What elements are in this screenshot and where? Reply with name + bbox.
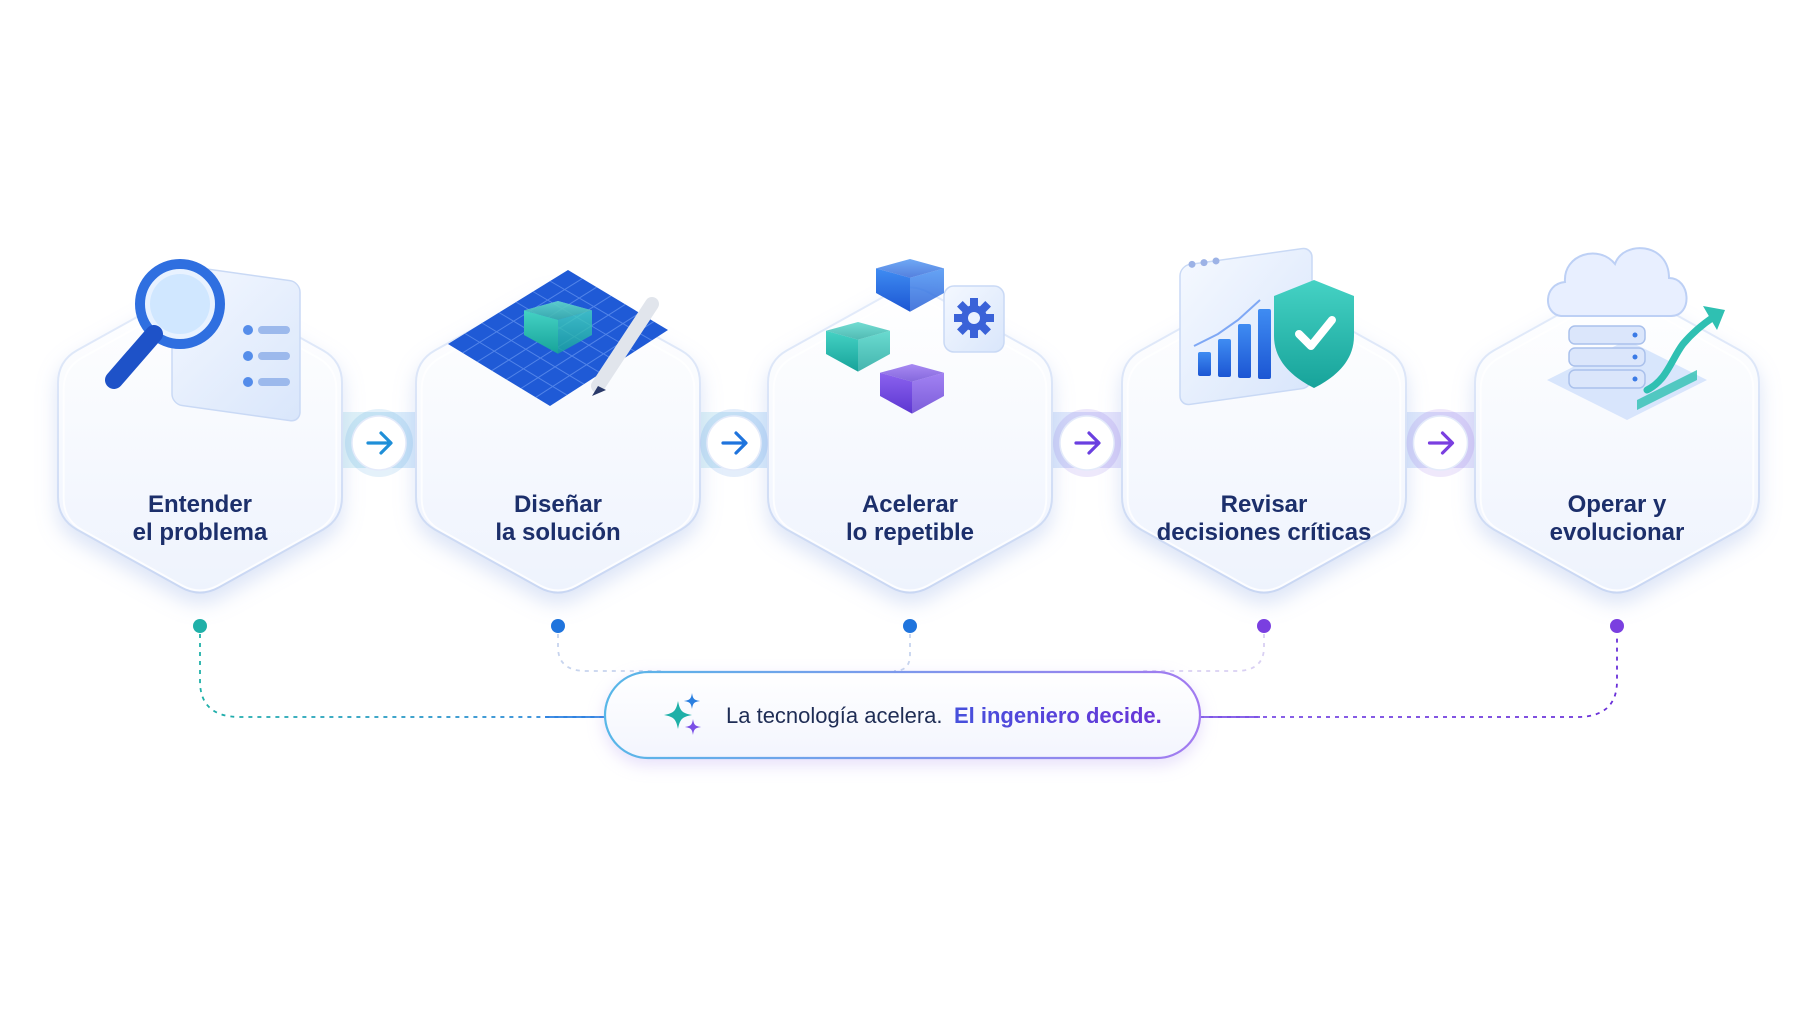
server-stack-icon — [1568, 325, 1646, 389]
step-title-line2: decisiones críticas — [1157, 519, 1372, 546]
hexagon-highlight — [1479, 296, 1755, 592]
feedback-line-acelerar — [893, 634, 911, 672]
arrow-revisar-operar — [1406, 409, 1475, 477]
arrow-disenar-acelerar — [700, 409, 768, 477]
blueprint-pencil-icon — [448, 270, 668, 406]
hexagon-shape — [1474, 286, 1760, 594]
step-title-line1: Acelerar — [862, 491, 958, 518]
feedback-line-revisar — [1140, 634, 1265, 672]
arrow-right-icon — [366, 431, 393, 455]
arrow-right-icon — [1074, 431, 1101, 455]
growth-arrow-icon — [1643, 312, 1719, 394]
step-dot-operar — [1610, 619, 1624, 633]
feedback-lines — [199, 634, 1618, 718]
banner-text-plain: La tecnología acelera. — [726, 703, 943, 728]
arrow-right-icon — [1427, 431, 1455, 455]
step-title-line2: el problema — [133, 519, 268, 546]
step-dot-entender — [193, 619, 207, 633]
step-arrows — [345, 409, 1475, 477]
banner — [603, 670, 1202, 760]
step-title-line1: Entender — [148, 491, 252, 518]
hexagon-highlight — [420, 296, 696, 592]
chart-shield-icon — [1179, 247, 1354, 406]
step-title-line2: la solución — [495, 519, 620, 546]
gear-icon — [954, 298, 994, 338]
arrow-entender-disenar — [345, 409, 413, 477]
hexagon-shape — [767, 286, 1053, 594]
banner-text: La tecnología acelera. El ingeniero deci… — [726, 703, 1162, 728]
feedback-line-disenar — [557, 634, 665, 672]
feedback-line-operar — [1200, 634, 1618, 718]
hexagon-highlight — [772, 296, 1048, 592]
cloud-server-growth-icon — [1547, 247, 1725, 420]
shield-check-icon — [1274, 280, 1354, 388]
arrow-acelerar-revisar — [1053, 409, 1121, 477]
step-title-line2: lo repetible — [846, 519, 974, 546]
feedback-line-entender — [199, 634, 605, 718]
step-dot-disenar — [551, 619, 565, 633]
hexagon-highlight — [62, 296, 338, 592]
hexagon-highlight — [1126, 296, 1402, 592]
cloud-icon — [1547, 247, 1688, 317]
sparkles-icon — [664, 693, 701, 735]
step-title-line2: evolucionar — [1550, 519, 1685, 546]
magnifier-document-icon — [105, 259, 301, 422]
arrow-right-icon — [721, 431, 748, 455]
step-title-line1: Operar y — [1568, 491, 1667, 518]
step-title-line1: Revisar — [1221, 491, 1308, 518]
banner-pill — [603, 670, 1202, 760]
step-title-line1: Diseñar — [514, 491, 602, 518]
step-dot-acelerar — [903, 619, 917, 633]
banner-text-strong: El ingeniero decide. — [954, 703, 1162, 728]
step-dot-revisar — [1257, 619, 1271, 633]
